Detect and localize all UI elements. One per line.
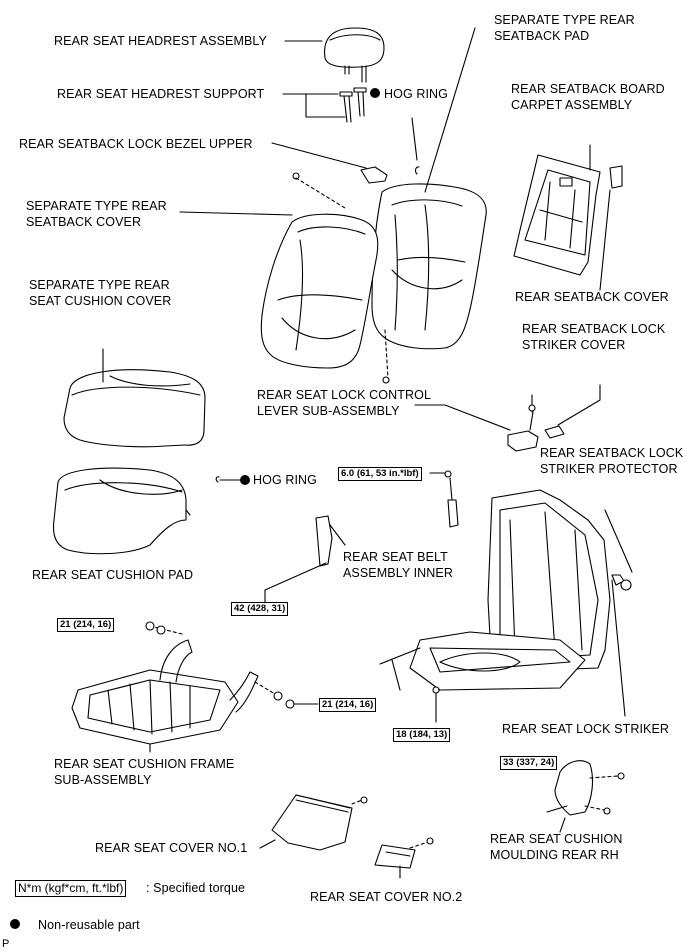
- label-belt-inner-line1: REAR SEAT BELT: [343, 550, 448, 564]
- label-cushion-cover-line2: SEAT CUSHION COVER: [29, 294, 172, 308]
- legend-nonreusable-text: Non-reusable part: [38, 918, 140, 932]
- label-striker-protector-line2: STRIKER PROTECTOR: [540, 462, 678, 476]
- label-seatback-pad-line2: SEATBACK PAD: [494, 29, 590, 43]
- label-striker-protector-line1: REAR SEATBACK LOCK: [540, 446, 684, 460]
- label-seatback-pad-line1: SEPARATE TYPE REAR: [494, 13, 635, 27]
- label-lock-bezel-upper: REAR SEATBACK LOCK BEZEL UPPER: [19, 137, 253, 151]
- hog-ring-top-part: [414, 166, 420, 175]
- cushion-frame-drawing: [71, 621, 319, 753]
- label-headrest-support: REAR SEAT HEADREST SUPPORT: [57, 87, 265, 101]
- label-lock-control-line1: REAR SEAT LOCK CONTROL: [257, 388, 431, 402]
- label-lock-striker: REAR SEAT LOCK STRIKER: [502, 722, 670, 736]
- headrest-support-drawing: [282, 87, 380, 123]
- label-cover-no1: REAR SEAT COVER NO.1: [95, 841, 248, 855]
- seat-cover-no1-drawing: [259, 794, 368, 851]
- label-cover-no2: REAR SEAT COVER NO.2: [310, 890, 463, 904]
- cushion-cover-drawing: [63, 348, 206, 448]
- torque-belt-inner: 42 (428, 31): [231, 602, 289, 616]
- torque-frame-left: 21 (214, 16): [57, 618, 115, 632]
- belt-inner-drawing: [264, 515, 346, 603]
- label-headrest-assembly: REAR SEAT HEADREST ASSEMBLY: [54, 34, 267, 48]
- torque-moulding: 33 (337, 24): [500, 756, 558, 770]
- legend-nonreusable-dot: [10, 919, 20, 929]
- torque-frame-right: 21 (214, 16): [319, 698, 377, 712]
- torque-belt-anchor: 6.0 (61, 53 in.*lbf): [338, 467, 422, 481]
- striker-cover-drawing: [414, 384, 601, 452]
- label-belt-inner-line2: ASSEMBLY INNER: [343, 566, 453, 580]
- cushion-pad-drawing: [52, 467, 191, 555]
- label-board-carpet-line1: REAR SEATBACK BOARD: [511, 82, 665, 96]
- label-board-carpet-line2: CARPET ASSEMBLY: [511, 98, 633, 112]
- lock-bezel-upper-drawing: [271, 142, 388, 209]
- corner-code: P: [2, 938, 10, 950]
- label-cushion-pad: REAR SEAT CUSHION PAD: [32, 568, 194, 582]
- seat-cover-no2-drawing: [374, 837, 434, 879]
- torque-frame-bolt: 18 (184, 13): [393, 728, 451, 742]
- belt-anchor-drawing: [429, 470, 459, 528]
- label-seatback-cover-line1: SEPARATE TYPE REAR: [26, 199, 167, 213]
- legend-torque-box: N*m (kgf*cm, ft.*lbf): [15, 880, 127, 897]
- cushion-moulding-drawing: [546, 760, 625, 833]
- label-hog-ring-mid: HOG RING: [253, 473, 317, 487]
- seatback-pad-drawing: [371, 27, 487, 350]
- label-cushion-frame-line1: REAR SEAT CUSHION FRAME: [54, 757, 235, 771]
- seatback-cover-drawing: [179, 211, 390, 384]
- label-hog-ring-top: HOG RING: [384, 87, 448, 101]
- seatback-board-drawing: [513, 144, 623, 291]
- legend-torque-text: : Specified torque: [146, 881, 246, 895]
- seat-frame-drawing: [379, 489, 633, 723]
- label-moulding-line1: REAR SEAT CUSHION: [490, 832, 623, 846]
- label-cushion-cover-line1: SEPARATE TYPE REAR: [29, 278, 170, 292]
- headrest-assembly-drawing: [284, 27, 385, 83]
- label-rear-seatback-cover: REAR SEATBACK COVER: [515, 290, 669, 304]
- label-cushion-frame-line2: SUB-ASSEMBLY: [54, 773, 152, 787]
- label-striker-cover-line1: REAR SEATBACK LOCK: [522, 322, 666, 336]
- label-striker-cover-line2: STRIKER COVER: [522, 338, 626, 352]
- hog-ring-mid-drawing: [215, 475, 250, 485]
- label-seatback-cover-line2: SEATBACK COVER: [26, 215, 142, 229]
- label-moulding-line2: MOULDING REAR RH: [490, 848, 619, 862]
- label-lock-control-line2: LEVER SUB-ASSEMBLY: [257, 404, 400, 418]
